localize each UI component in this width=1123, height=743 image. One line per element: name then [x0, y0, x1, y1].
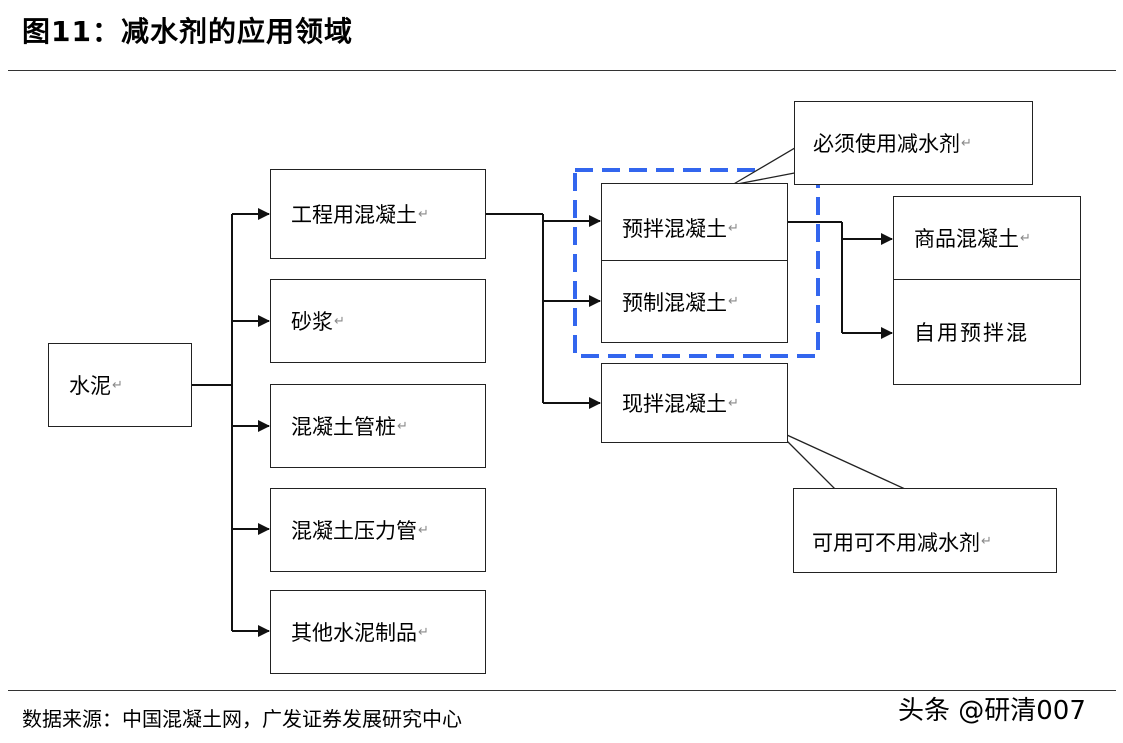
top-divider: [8, 70, 1116, 71]
node-precast-concrete: 预制混凝土↵: [601, 260, 788, 343]
return-mark: ↵: [961, 135, 972, 151]
node-other-cement-products: 其他水泥制品↵: [270, 590, 486, 674]
node-ready-mixed-concrete: 预拌混凝土↵: [601, 183, 788, 261]
source-note: 数据来源：中国混凝土网，广发证券发展研究中心: [22, 707, 462, 731]
node-concrete-pressure-pipe-label: 混凝土压力管: [291, 519, 417, 543]
node-mortar: 砂浆↵: [270, 279, 486, 363]
must-use-highlight-dashed-box: [573, 168, 820, 358]
node-ready-mixed-concrete-label: 预拌混凝土: [622, 217, 727, 241]
return-mark: ↵: [1020, 230, 1031, 246]
node-cement: 水泥↵: [48, 343, 192, 427]
node-precast-concrete-label: 预制混凝土: [622, 290, 727, 315]
return-mark: ↵: [418, 206, 429, 222]
node-other-cement-products-label: 其他水泥制品: [291, 621, 417, 645]
node-self-use-premixed: 自用预拌混: [893, 279, 1081, 385]
return-mark: ↵: [112, 377, 123, 393]
node-concrete-pipe-pile: 混凝土管桩↵: [270, 384, 486, 468]
bottom-divider: [8, 690, 1116, 691]
return-mark: ↵: [397, 418, 408, 434]
return-mark: ↵: [334, 313, 345, 329]
return-mark: ↵: [728, 294, 739, 309]
node-commercial-concrete-label: 商品混凝土: [914, 227, 1019, 251]
callout-optional: 可用可不用减水剂↵: [793, 488, 1057, 573]
node-mortar-label: 砂浆: [291, 310, 333, 334]
node-engineering-concrete: 工程用混凝土↵: [270, 169, 486, 259]
figure-title: 图11：减水剂的应用领域: [22, 15, 353, 48]
callout-must-use-label: 必须使用减水剂: [813, 132, 960, 156]
node-concrete-pressure-pipe: 混凝土压力管↵: [270, 488, 486, 572]
node-engineering-concrete-label: 工程用混凝土: [291, 203, 417, 227]
node-cement-label: 水泥: [69, 374, 111, 398]
node-concrete-pipe-pile-label: 混凝土管桩: [291, 415, 396, 439]
node-site-mixed-concrete-label: 现拌混凝土: [622, 392, 727, 416]
return-mark: ↵: [981, 534, 992, 549]
return-mark: ↵: [418, 624, 429, 640]
node-commercial-concrete: 商品混凝土↵: [893, 196, 1081, 280]
callout-pointer-bottom: [775, 429, 906, 490]
return-mark: ↵: [728, 220, 739, 236]
callout-must-use: 必须使用减水剂↵: [794, 101, 1033, 185]
node-self-use-premixed-label: 自用预拌混: [914, 321, 1029, 345]
callout-optional-label: 可用可不用减水剂: [812, 530, 980, 555]
watermark-text: 头条 @研清007: [898, 696, 1086, 726]
return-mark: ↵: [418, 522, 429, 538]
return-mark: ↵: [728, 395, 739, 411]
node-site-mixed-concrete: 现拌混凝土↵: [601, 363, 788, 443]
